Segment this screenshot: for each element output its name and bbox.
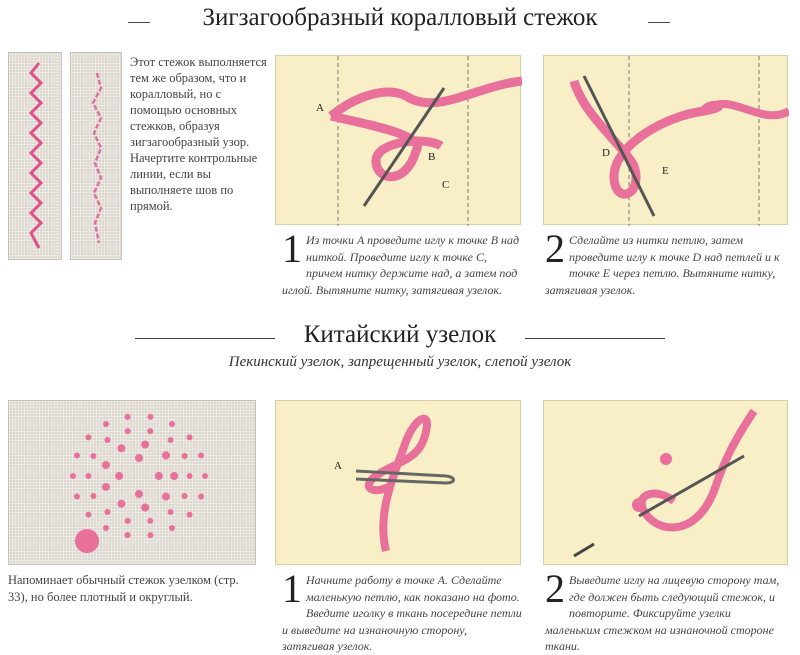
knot-dot xyxy=(161,451,170,460)
knot-dot xyxy=(198,493,205,500)
knot-dot xyxy=(169,524,175,531)
label-b: B xyxy=(428,151,435,163)
knot-dot xyxy=(167,437,174,444)
section2-description: Напоминает обычный стежок узелком (стр. … xyxy=(8,573,239,604)
knot-dot xyxy=(147,428,154,435)
label-e: E xyxy=(662,165,669,177)
label-d: D xyxy=(602,147,610,159)
title-rule-left xyxy=(128,22,150,23)
chinese-knot-sample xyxy=(8,400,256,565)
step-number: 2 xyxy=(545,566,565,611)
knot-dot xyxy=(124,413,131,420)
step2-photo: D E xyxy=(543,55,789,226)
knot-dot xyxy=(167,508,174,515)
knot-dot xyxy=(101,461,110,470)
knot-dot xyxy=(181,453,188,460)
step-text: Начните работу в точке A. Сделайте мален… xyxy=(282,573,522,653)
step1-photo: A xyxy=(275,400,521,565)
knot-dot xyxy=(85,434,92,441)
label-c: C xyxy=(442,179,449,191)
knot-dot xyxy=(135,490,143,498)
zigzag-sample-swatch xyxy=(8,52,62,260)
knot-dot xyxy=(186,511,193,518)
section2-title: Китайский узелок xyxy=(303,321,497,348)
knot-dot xyxy=(147,413,154,420)
knot-dot xyxy=(186,473,193,479)
knot-dot xyxy=(141,503,150,512)
label-a: A xyxy=(316,102,324,114)
title-rule-right xyxy=(525,338,665,339)
knot-dot xyxy=(73,493,80,500)
knot-dot xyxy=(161,492,170,501)
label-a: A xyxy=(334,460,342,472)
knot-dot xyxy=(154,472,163,480)
knot-dot xyxy=(169,421,175,428)
step-text: Сделайте из нитки петлю, затем проведите… xyxy=(545,233,780,297)
knot-dot xyxy=(117,444,126,453)
title-rule-right xyxy=(648,22,670,23)
knot-dot xyxy=(141,440,150,449)
knot-dot xyxy=(202,473,208,479)
step-number: 1 xyxy=(282,226,302,271)
knot-dot xyxy=(104,437,111,444)
knot-dot xyxy=(124,428,131,435)
knot-dot xyxy=(103,524,109,531)
section1-description: Этот стежок выполняется тем же образом, … xyxy=(130,55,267,213)
knot-dot xyxy=(70,473,76,479)
knot-dot xyxy=(124,517,131,524)
knot-dot xyxy=(85,473,92,479)
knot-dot xyxy=(115,472,124,480)
step1-photo: A B C xyxy=(275,55,522,226)
section2-subtitle: Пекинский узелок, запрещенный узелок, сл… xyxy=(228,354,572,370)
dense-knot-cluster xyxy=(75,529,99,553)
title-rule-left xyxy=(135,338,275,339)
knot-dot xyxy=(73,452,80,459)
knot-dot xyxy=(147,517,154,524)
knot-dot xyxy=(186,434,193,441)
step-number: 1 xyxy=(282,566,302,611)
section1-title: Зигзагообразный коралловый стежок xyxy=(202,4,598,31)
knot-dot xyxy=(104,508,111,515)
step-text: Выведите иглу на лицевую сторону там, гд… xyxy=(545,573,780,653)
knot-dot xyxy=(103,421,109,428)
step-number: 2 xyxy=(545,226,565,271)
knot-dot xyxy=(170,472,179,480)
knot-dot xyxy=(135,454,143,462)
knot-dot xyxy=(90,492,97,499)
knot-dot xyxy=(101,482,110,491)
knot-dot xyxy=(147,532,154,539)
knot-dot xyxy=(124,532,131,539)
knot-dot xyxy=(117,499,126,508)
step-text: Из точки A проведите иглу к точке B над … xyxy=(282,233,520,297)
knot-dot xyxy=(181,492,188,499)
coral-sample-swatch xyxy=(70,52,122,260)
knot-dot xyxy=(85,511,92,518)
knot-dot xyxy=(198,452,205,459)
step2-photo xyxy=(543,400,788,565)
knot-dot xyxy=(90,453,97,460)
